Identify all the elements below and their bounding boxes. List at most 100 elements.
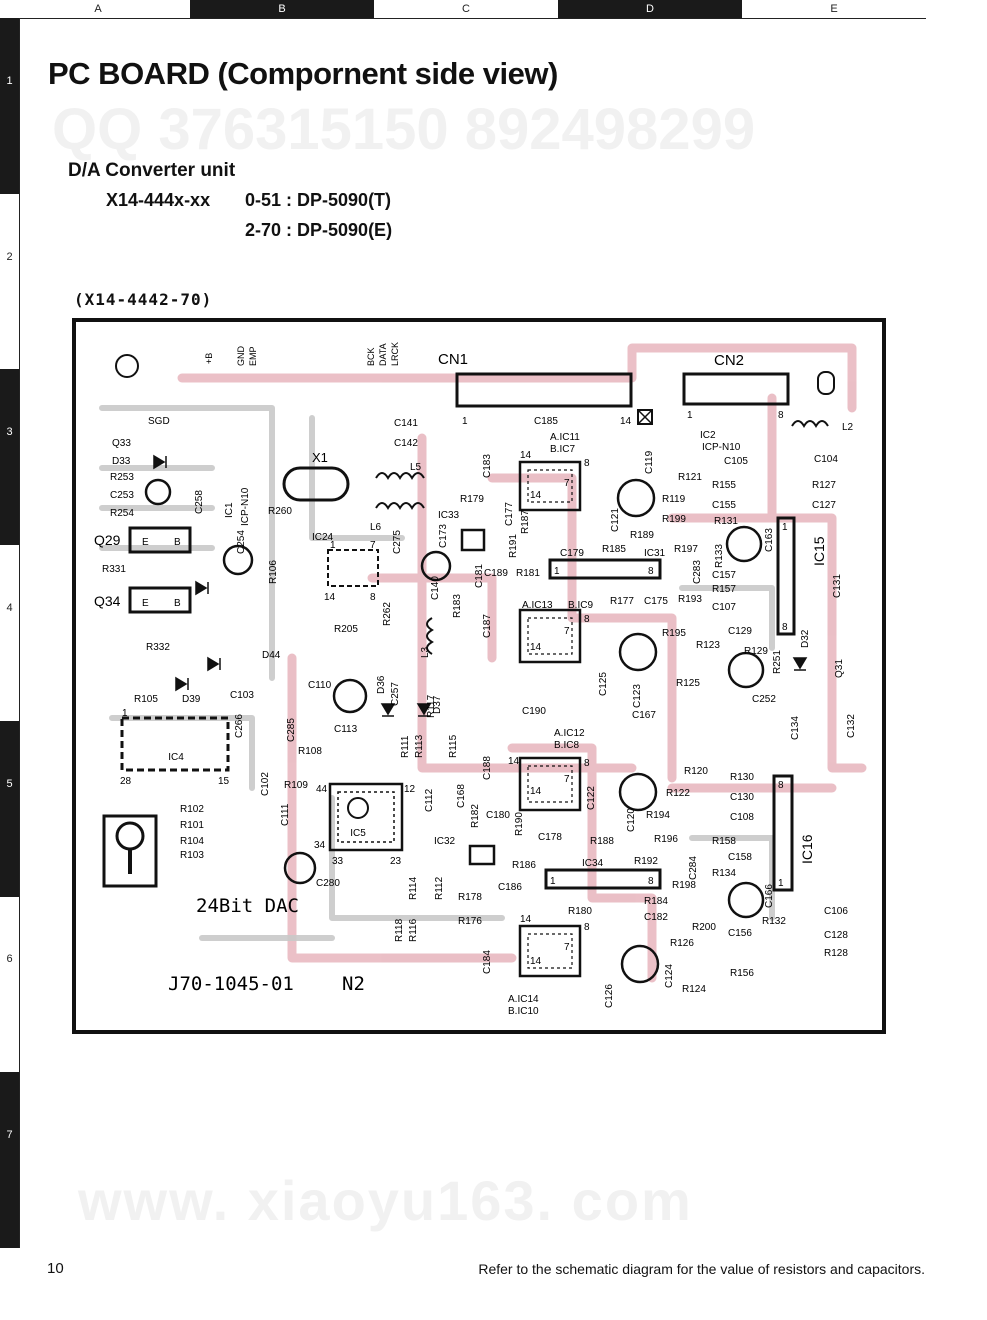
ref-label: C155 bbox=[712, 500, 736, 511]
ref-label: C111 bbox=[280, 803, 291, 826]
sensor-ic2: IC2 ICP-N10 bbox=[700, 430, 741, 453]
ref-label: C252 bbox=[752, 694, 776, 705]
ref-label: R113 bbox=[414, 734, 425, 758]
pin-label: 28 bbox=[120, 776, 132, 787]
ref-label: C128 bbox=[824, 930, 848, 941]
ref-label: C173 bbox=[438, 524, 449, 548]
pin-label: 8 bbox=[584, 922, 590, 933]
ref-label: R332 bbox=[146, 642, 170, 653]
row-label: 3 bbox=[0, 369, 19, 546]
ref-label: IC4 bbox=[168, 752, 184, 763]
ref-label: R155 bbox=[712, 480, 736, 491]
ref-label: R195 bbox=[662, 628, 686, 639]
column-ruler: A B C D E bbox=[6, 0, 926, 19]
ref-label: R131 bbox=[714, 516, 738, 527]
ref-label: Q31 bbox=[834, 659, 845, 678]
ref-label: C141 bbox=[394, 418, 418, 429]
pin-label: 44 bbox=[316, 784, 328, 795]
ref-label: C120 bbox=[626, 808, 637, 832]
ic-ic34: IC34 1 8 bbox=[544, 858, 662, 890]
ref-label: R251 bbox=[772, 650, 783, 674]
ref-label: R128 bbox=[824, 948, 848, 959]
column-label: A bbox=[6, 0, 190, 18]
pin-label: 8 bbox=[648, 876, 654, 887]
row-ruler: 1 2 3 4 5 6 7 bbox=[0, 18, 20, 1249]
sgd-label: SGD bbox=[148, 416, 170, 427]
ref-label: C167 bbox=[632, 710, 656, 721]
ref-label: L5 bbox=[410, 462, 422, 473]
ref-label: R117 bbox=[426, 694, 437, 718]
ic-ic24: IC24 1 7 14 8 bbox=[312, 532, 379, 603]
pin-label: 8 bbox=[782, 622, 788, 633]
signal-label: +B bbox=[204, 353, 214, 364]
ref-label: R188 bbox=[590, 836, 614, 847]
ref-label: C134 bbox=[790, 716, 801, 740]
ref-label: C158 bbox=[728, 852, 752, 863]
signal-label: EMP bbox=[248, 346, 258, 366]
electrolytic-capacitors bbox=[144, 478, 765, 984]
pin-label: B bbox=[174, 598, 181, 609]
ref-label: R191 bbox=[508, 534, 519, 558]
ref-label: R118 bbox=[394, 918, 405, 942]
ref-label: CN1 bbox=[438, 351, 468, 368]
ref-label: R178 bbox=[458, 892, 482, 903]
pin-label: 1 bbox=[330, 540, 336, 551]
pin-label: 7 bbox=[564, 478, 570, 489]
ref-label: L2 bbox=[842, 422, 854, 433]
ref-label: R122 bbox=[666, 788, 690, 799]
ref-label: C122 bbox=[586, 786, 597, 810]
ref-label: D33 bbox=[112, 456, 131, 467]
ref-label: L6 bbox=[370, 522, 382, 533]
ref-label: C108 bbox=[730, 812, 754, 823]
ref-label: A.IC12 bbox=[554, 728, 585, 739]
ref-label: C102 bbox=[260, 772, 271, 796]
watermark-url: www. xiaoyu163. com bbox=[78, 1169, 693, 1232]
ref-label: R192 bbox=[634, 856, 658, 867]
ref-label: R124 bbox=[682, 984, 706, 995]
opamp-package-3: A.IC12 B.IC8 14 8 14 7 bbox=[508, 728, 590, 812]
ref-label: C189 bbox=[484, 568, 508, 579]
ref-label: R187 bbox=[520, 510, 531, 534]
pin-label: 14 bbox=[530, 786, 542, 797]
mounting-slot bbox=[817, 371, 835, 395]
ref-label: C127 bbox=[812, 500, 836, 511]
column-label: B bbox=[190, 0, 374, 18]
ref-label: R185 bbox=[602, 544, 626, 555]
ref-label: C188 bbox=[482, 756, 493, 780]
pin-label: 7 bbox=[564, 774, 570, 785]
ref-label: IC34 bbox=[582, 858, 604, 869]
diodes bbox=[153, 454, 808, 717]
ref-label: C104 bbox=[814, 454, 838, 465]
pin-label: 14 bbox=[530, 642, 542, 653]
ref-label: R101 bbox=[180, 820, 204, 831]
ref-label: C166 bbox=[764, 884, 775, 908]
ref-label: D37 bbox=[432, 695, 443, 714]
ref-label: C179 bbox=[560, 548, 584, 559]
row-label: 7 bbox=[0, 1072, 19, 1249]
ref-label: R176 bbox=[458, 916, 482, 927]
ref-label: C283 bbox=[692, 560, 703, 584]
pin-label: 14 bbox=[520, 450, 532, 461]
ref-label: C140 bbox=[430, 576, 441, 600]
ref-label: C124 bbox=[664, 964, 675, 988]
ref-label: C181 bbox=[474, 564, 485, 588]
ref-label: C177 bbox=[504, 502, 515, 526]
ic-ic32: IC32 bbox=[434, 836, 496, 866]
ref-label: R121 bbox=[678, 472, 702, 483]
signal-label: DATA bbox=[378, 343, 388, 366]
ref-label: Q33 bbox=[112, 438, 131, 449]
ref-label: L3 bbox=[420, 646, 431, 658]
ref-label: C156 bbox=[728, 928, 752, 939]
unit-title: D/A Converter unit bbox=[68, 160, 236, 181]
ref-label: R106 bbox=[268, 560, 279, 584]
pin-label: 8 bbox=[648, 566, 654, 577]
ref-label: C142 bbox=[394, 438, 418, 449]
ref-label: R104 bbox=[180, 836, 204, 847]
ref-label: R134 bbox=[712, 868, 736, 879]
ref-label: R105 bbox=[134, 694, 158, 705]
ref-label: C280 bbox=[316, 878, 340, 889]
ref-label: R111 bbox=[400, 735, 411, 758]
ic-ic15: IC15 1 8 bbox=[776, 516, 827, 636]
ref-label: CN2 bbox=[714, 352, 744, 369]
board-outline bbox=[72, 318, 886, 1034]
